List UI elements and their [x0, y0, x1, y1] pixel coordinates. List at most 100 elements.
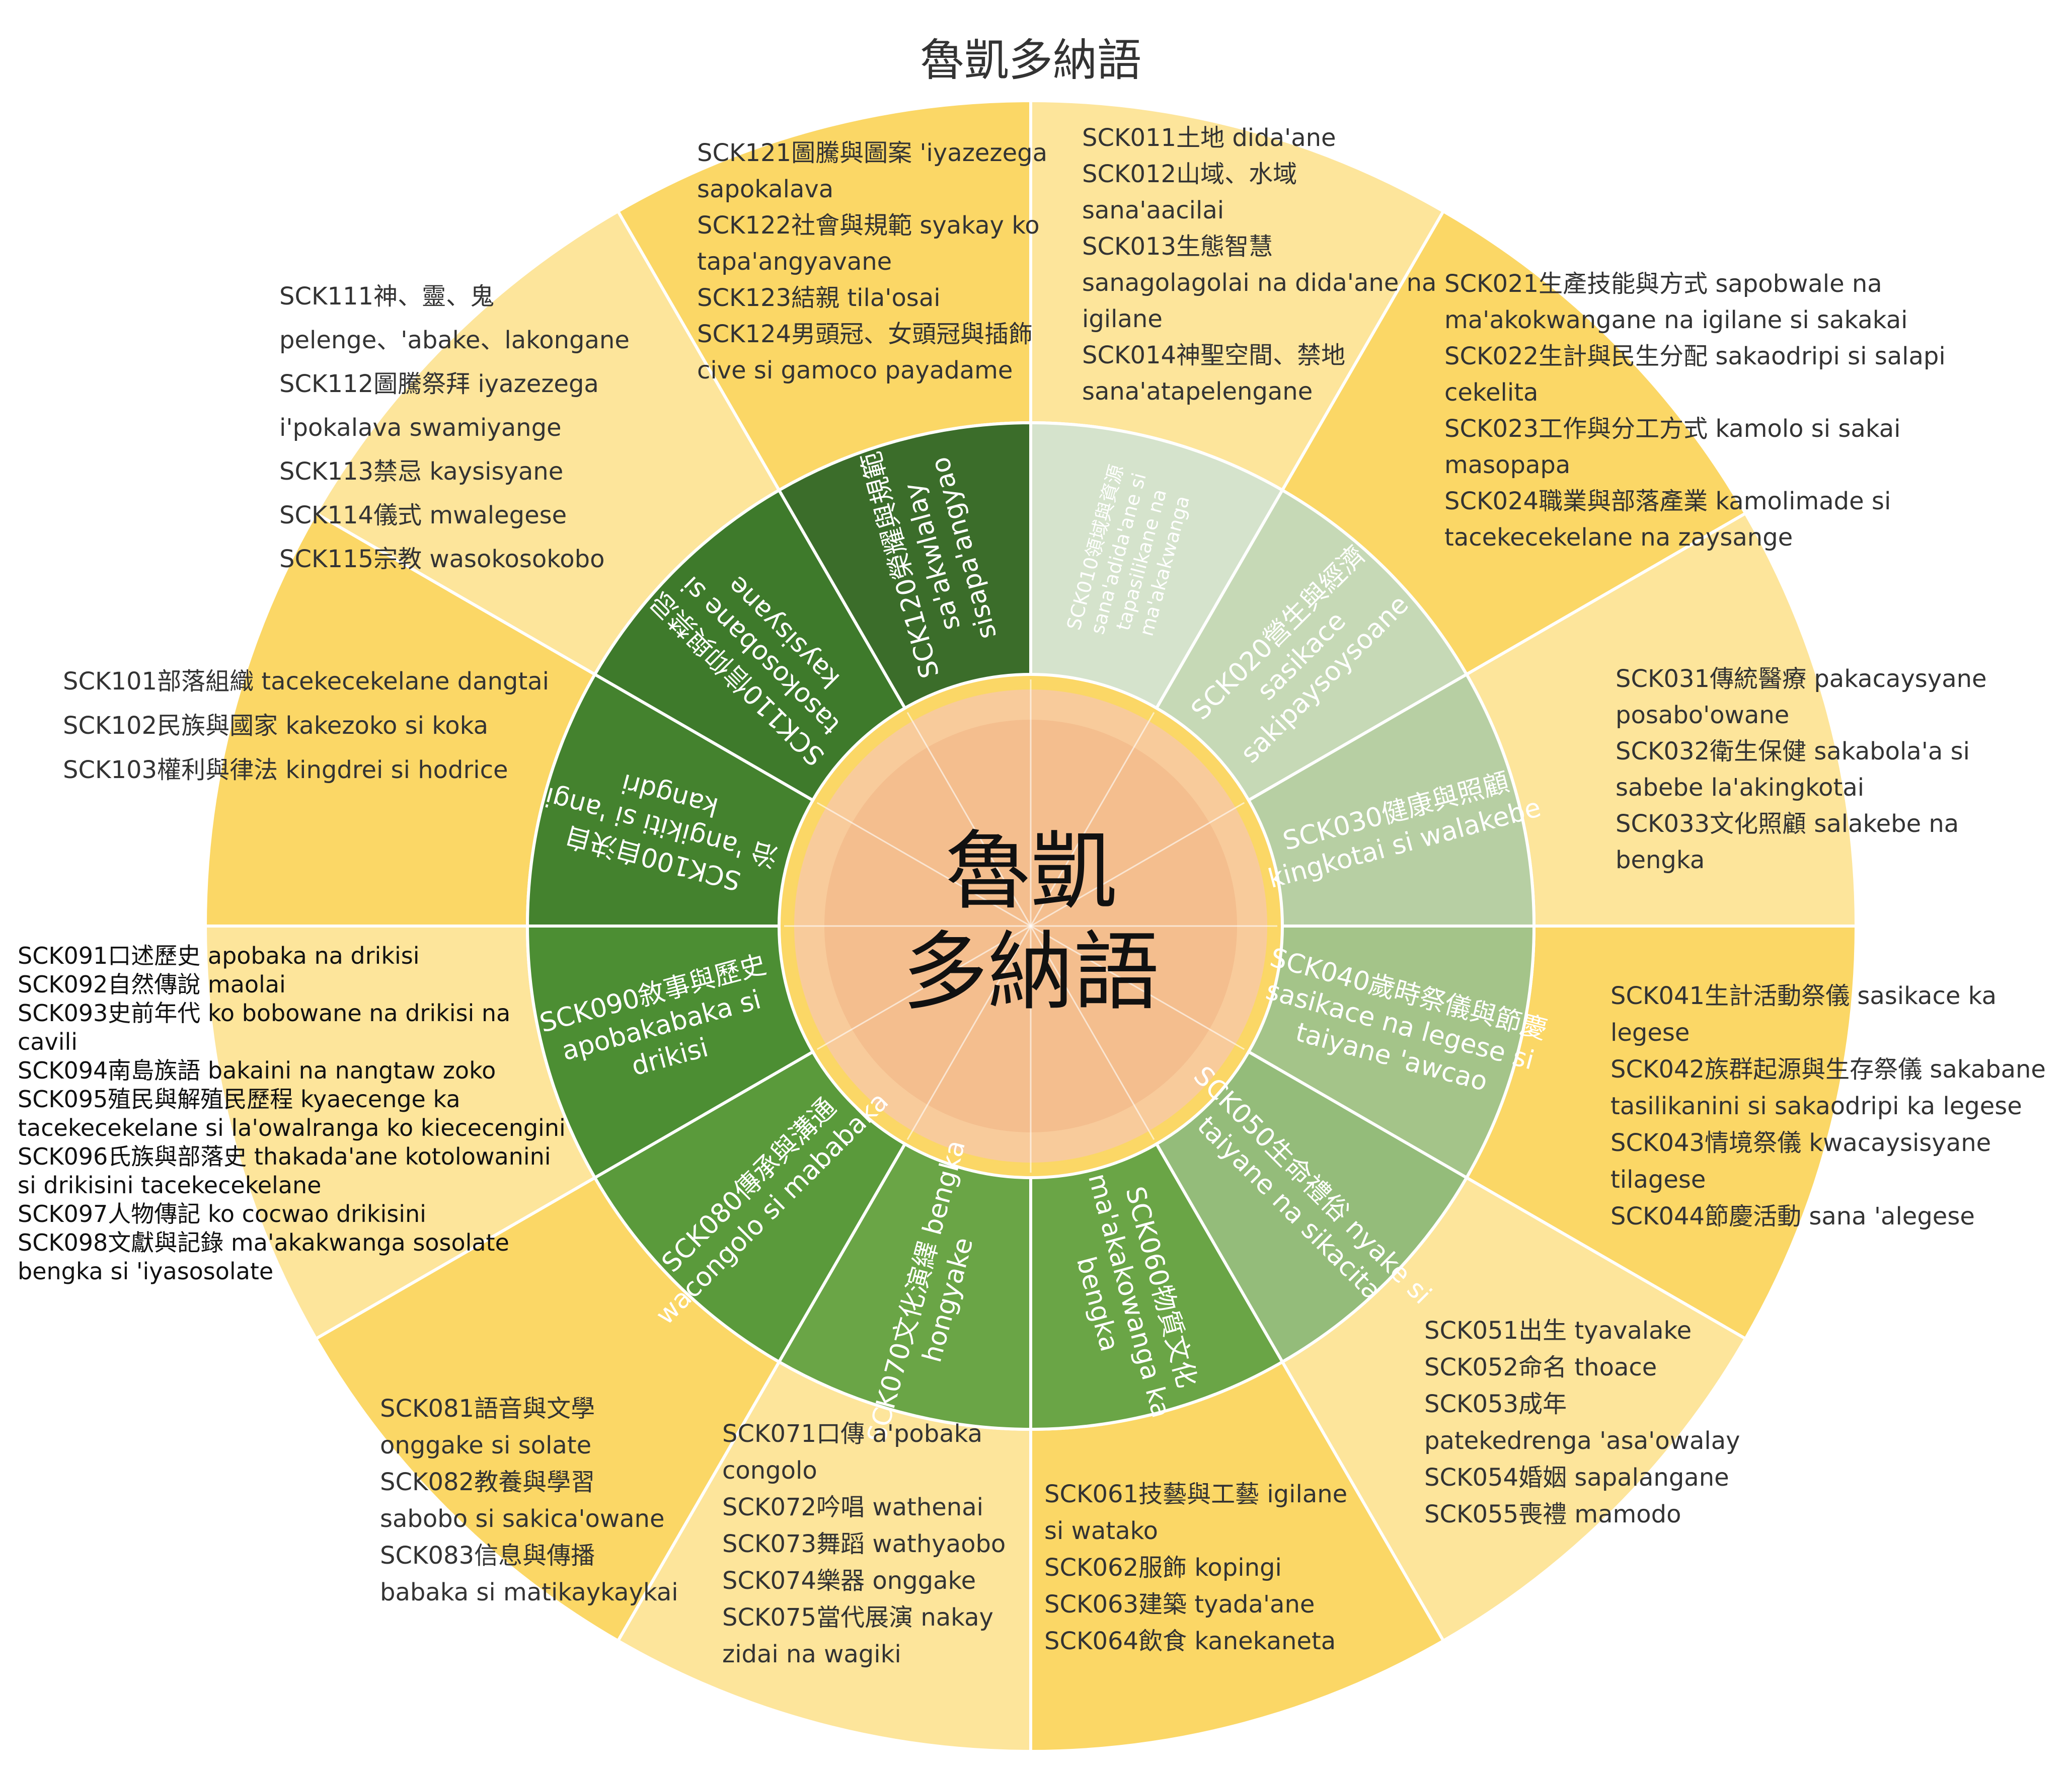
- item-line: SCK071口傳 a'pobaka: [722, 1420, 982, 1448]
- item-line: SCK073舞蹈 wathyaobo: [722, 1530, 1006, 1558]
- item-line: SCK052命名 thoace: [1424, 1353, 1657, 1381]
- item-line: zidai na wagiki: [722, 1640, 901, 1668]
- item-line: SCK081語音與文學: [380, 1395, 595, 1423]
- theme-sector-sck060[interactable]: [1029, 1141, 1285, 1431]
- item-line: posabo'owane: [1616, 701, 1789, 729]
- theme-sector-sck010[interactable]: [1029, 421, 1285, 711]
- item-line: SCK033文化照顧 salakebe na: [1616, 810, 1959, 838]
- item-line: bengka si 'iyasosolate: [18, 1258, 273, 1285]
- item-line: SCK061技藝與工藝 igilane: [1044, 1480, 1347, 1508]
- item-line: patekedrenga 'asa'owalay: [1424, 1427, 1740, 1455]
- item-line: SCK103權利與律法 kingdrei si hodrice: [63, 756, 508, 784]
- item-line: SCK063建築 tyada'ane: [1044, 1590, 1315, 1619]
- item-line: SCK011土地 dida'ane: [1082, 124, 1336, 152]
- item-line: onggake si solate: [380, 1431, 591, 1459]
- core-spoke: [1030, 712, 1155, 927]
- item-line: SCK091口述歷史 apobaka na drikisi: [18, 942, 420, 969]
- item-line: pelenge、'abake、lakongane: [279, 326, 630, 354]
- core-spoke: [816, 925, 1031, 1050]
- item-line: SCK093史前年代 ko bobowane na drikisi na: [18, 1000, 510, 1027]
- theme-sector-sck050[interactable]: [1154, 1049, 1469, 1364]
- item-line: SCK123結親 tila'osai: [697, 284, 941, 312]
- item-line: bengka: [1616, 846, 1705, 874]
- theme-sector-sck110[interactable]: [592, 488, 907, 803]
- item-line: SCK121圖騰與圖案 'iyazezega: [697, 139, 1047, 167]
- item-list-sck020: SCK021生產技能與方式 sapobwale nama'akokwangane…: [1444, 270, 1946, 552]
- item-line: SCK115宗教 wasokosokobo: [279, 545, 605, 573]
- item-line: SCK013生態智慧: [1082, 233, 1273, 261]
- item-line: si drikisini tacekecekelane: [18, 1172, 321, 1199]
- diagram-title: 魯凱多納語: [920, 34, 1141, 86]
- item-list-sck090: SCK091口述歷史 apobaka na drikisiSCK092自然傳說 …: [18, 942, 566, 1285]
- theme-ring: [525, 421, 1536, 1431]
- item-line: si watako: [1044, 1517, 1158, 1545]
- item-line: tapa'angyavane: [697, 248, 892, 276]
- item-line: SCK044節慶活動 sana 'alegese: [1610, 1202, 1975, 1231]
- item-line: tacekecekelane si la'owalranga ko kiecec…: [18, 1114, 566, 1141]
- item-line: SCK022生計與民生分配 sakaodripi si salapi: [1444, 342, 1946, 370]
- item-line: SCK064飲食 kanekaneta: [1044, 1627, 1336, 1655]
- center-label-line2: 多納語: [902, 923, 1159, 1022]
- item-line: sapokalava: [697, 175, 833, 203]
- item-line: tilagese: [1610, 1166, 1706, 1194]
- item-line: SCK092自然傳說 maolai: [18, 971, 286, 998]
- item-line: SCK023工作與分工方式 kamolo si sakai: [1444, 415, 1901, 443]
- item-list-sck100: SCK101部落組織 tacekecekelane dangtaiSCK102民…: [63, 667, 549, 784]
- theme-sector-sck070[interactable]: [777, 1141, 1032, 1431]
- item-line: SCK083信息與傳播: [380, 1542, 595, 1570]
- item-line: igilane: [1082, 305, 1163, 333]
- item-line: SCK112圖騰祭拜 iyazezega: [279, 370, 599, 398]
- item-line: SCK097人物傳記 ko cocwao drikisini: [18, 1200, 426, 1227]
- item-list-sck010: SCK011土地 dida'aneSCK012山域、水域sana'aacilai…: [1082, 124, 1436, 406]
- item-line: SCK122社會與規範 syakay ko: [697, 211, 1040, 240]
- item-line: tacekecekelane na zaysange: [1444, 523, 1793, 552]
- item-line: SCK053成年: [1424, 1390, 1567, 1418]
- theme-sector-sck030[interactable]: [1246, 672, 1536, 928]
- item-line: SCK014神聖空間、禁地: [1082, 341, 1345, 369]
- item-line: SCK101部落組織 tacekecekelane dangtai: [63, 667, 549, 696]
- theme-sector-sck020[interactable]: [1154, 488, 1469, 803]
- theme-sector-sck120[interactable]: [777, 421, 1032, 711]
- item-line: sanagolagolai na dida'ane na: [1082, 269, 1436, 297]
- item-line: SCK098文獻與記錄 ma'akakwanga sosolate: [18, 1229, 509, 1256]
- item-line: SCK043情境祭儀 kwacaysisyane: [1610, 1129, 1991, 1157]
- item-line: SCK094南島族語 bakaini na nangtaw zoko: [18, 1057, 496, 1084]
- item-line: SCK032衛生保健 sakabola'a si: [1616, 737, 1970, 765]
- item-line: SCK054婚姻 sapalangane: [1424, 1464, 1729, 1492]
- item-line: sabebe la'akingkotai: [1616, 774, 1864, 802]
- item-line: congolo: [722, 1456, 817, 1485]
- core-spoke: [906, 926, 1032, 1140]
- item-line: SCK055喪禮 mamodo: [1424, 1500, 1681, 1528]
- core-spoke: [1030, 926, 1155, 1140]
- center-core: [784, 679, 1277, 1173]
- item-line: SCK113禁忌 kaysisyane: [279, 457, 563, 486]
- item-list-sck110: SCK111神、靈、鬼 pelenge、'abake、lakonganeSCK11…: [279, 282, 630, 573]
- theme-sector-sck040[interactable]: [1246, 925, 1536, 1180]
- item-line: SCK124男頭冠、女頭冠與插飾: [697, 320, 1033, 348]
- theme-sector-sck100[interactable]: [525, 672, 815, 928]
- item-line: SCK041生計活動祭儀 sasikace ka: [1610, 982, 1997, 1010]
- item-line: sabobo si sakica'owane: [380, 1505, 665, 1533]
- item-line: SCK051出生 tyavalake: [1424, 1317, 1692, 1345]
- core-spoke: [816, 802, 1031, 927]
- item-line: cekelita: [1444, 378, 1538, 407]
- item-line: SCK012山域、水域: [1082, 160, 1297, 188]
- theme-sector-sck080[interactable]: [592, 1049, 907, 1364]
- item-line: SCK072吟唱 wathenai: [722, 1493, 983, 1521]
- item-line: i'pokalava swamiyange: [279, 414, 562, 442]
- item-line: SCK095殖民與解殖民歷程 kyaecenge ka: [18, 1086, 461, 1113]
- item-line: masopapa: [1444, 451, 1570, 479]
- item-line: ma'akokwangane na igilane si sakakai: [1444, 306, 1908, 334]
- item-line: sana'atapelengane: [1082, 377, 1313, 406]
- theme-sector-sck090[interactable]: [525, 925, 815, 1180]
- item-line: cavili: [18, 1028, 78, 1055]
- item-list-sck030: SCK031傳統醫療 pakacaysyaneposabo'owaneSCK03…: [1616, 665, 1987, 874]
- item-line: SCK111神、靈、鬼: [279, 282, 494, 311]
- item-lists: SCK011土地 dida'aneSCK012山域、水域sana'aacilai…: [18, 124, 2046, 1668]
- core-spoke: [1030, 925, 1245, 1050]
- item-line: tasilikanini si sakaodripi ka legese: [1610, 1092, 2022, 1120]
